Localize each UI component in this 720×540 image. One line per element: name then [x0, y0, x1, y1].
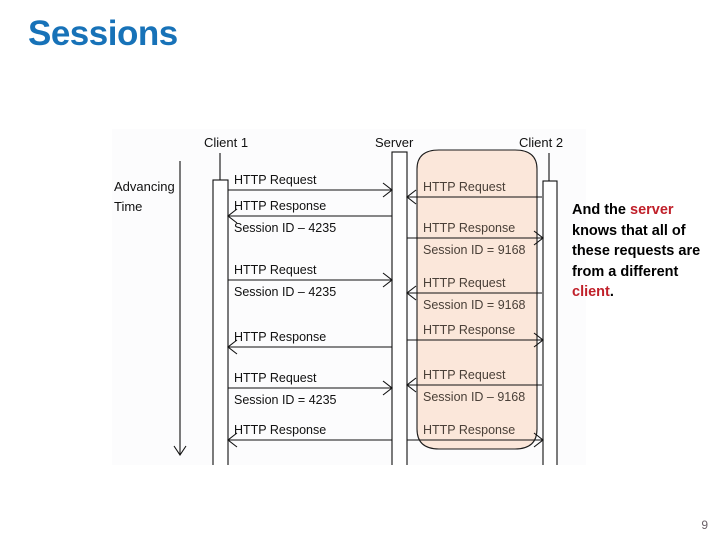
- message-client2-0: HTTP Request: [406, 180, 542, 205]
- commentary-text: And the server knows that all of these r…: [572, 200, 714, 303]
- activation-bar-client1: [212, 179, 229, 465]
- activation-bar-server: [391, 151, 408, 465]
- message-client1-0-line1: HTTP Request: [234, 173, 317, 187]
- message-client1-4: HTTP Request Session ID = 4235: [228, 371, 393, 407]
- message-client1-2: HTTP Request Session ID – 4235: [228, 263, 393, 299]
- message-client2-4-line2: Session ID – 9168: [423, 390, 525, 404]
- time-axis-label-line2: Time: [114, 199, 142, 214]
- commentary-part3: .: [609, 284, 614, 300]
- message-client1-3-line1: HTTP Response: [234, 330, 326, 344]
- commentary-part2: knows that all of these requests are fro…: [572, 222, 701, 280]
- message-client1-4-line1: HTTP Request: [234, 371, 317, 385]
- message-client1-4-line2: Session ID = 4235: [234, 393, 337, 407]
- message-client1-1: HTTP Response Session ID – 4235: [227, 199, 392, 235]
- lifeline-label-client2: Client 2: [519, 135, 563, 150]
- message-client2-5: HTTP Response: [407, 423, 544, 448]
- message-client1-3: HTTP Response: [227, 330, 392, 355]
- message-client1-2-line1: HTTP Request: [234, 263, 317, 277]
- message-client2-4: HTTP Request Session ID – 9168: [406, 368, 542, 404]
- time-arrow: [173, 161, 187, 456]
- commentary-highlight-server: server: [630, 202, 674, 218]
- lifeline-label-client1: Client 1: [204, 135, 248, 150]
- client2-highlight-callout: [416, 149, 538, 450]
- message-client2-1-line1: HTTP Response: [423, 221, 515, 235]
- message-client1-2-line2: Session ID – 4235: [234, 285, 336, 299]
- message-client2-3: HTTP Response: [407, 323, 544, 348]
- message-client1-0: HTTP Request: [228, 173, 393, 198]
- message-client1-1-line1: HTTP Response: [234, 199, 326, 213]
- message-client2-3-line1: HTTP Response: [423, 323, 515, 337]
- message-client2-2-line2: Session ID = 9168: [423, 298, 526, 312]
- message-client2-1: HTTP Response Session ID = 9168: [407, 221, 544, 257]
- commentary-highlight-client: client: [572, 284, 610, 300]
- commentary-part1: And the: [572, 202, 630, 218]
- time-axis-label-line1: Advancing: [114, 179, 175, 194]
- page-title: Sessions: [28, 14, 178, 53]
- message-client1-1-line2: Session ID – 4235: [234, 221, 336, 235]
- message-client2-0-line1: HTTP Request: [423, 180, 506, 194]
- message-client1-5-line1: HTTP Response: [234, 423, 326, 437]
- message-client2-5-line1: HTTP Response: [423, 423, 515, 437]
- message-client2-1-line2: Session ID = 9168: [423, 243, 526, 257]
- message-client2-2: HTTP Request Session ID = 9168: [406, 276, 542, 312]
- sequence-diagram: Client 1 Server Client 2 Advancing Time …: [112, 129, 586, 465]
- page-number: 9: [701, 518, 708, 532]
- message-client2-2-line1: HTTP Request: [423, 276, 506, 290]
- message-client2-4-line1: HTTP Request: [423, 368, 506, 382]
- message-client1-5: HTTP Response: [227, 423, 392, 448]
- lifeline-label-server: Server: [375, 135, 414, 150]
- activation-bar-client2: [542, 180, 558, 465]
